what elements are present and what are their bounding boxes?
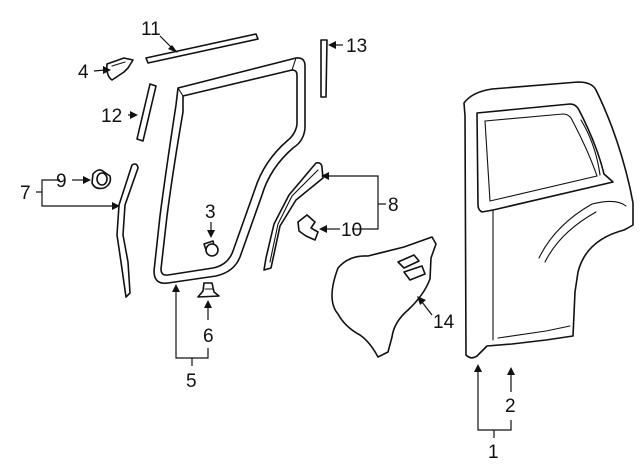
callout-6: 6 <box>203 326 214 347</box>
part-6-fastener[interactable] <box>197 282 220 298</box>
callout-10: 10 <box>341 220 362 241</box>
part-14-water-shield[interactable] <box>331 236 437 358</box>
callout-9: 9 <box>56 171 67 192</box>
part-7-channel-seal[interactable] <box>116 163 139 298</box>
callout-8: 8 <box>388 195 399 216</box>
part-8-division-bar[interactable] <box>263 162 324 271</box>
callout-12: 12 <box>101 106 122 127</box>
callout-5: 5 <box>186 371 197 392</box>
callout-4: 4 <box>78 62 89 83</box>
callout-13: 13 <box>346 36 367 57</box>
part-13-channel-strip[interactable] <box>320 39 328 98</box>
callout-2: 2 <box>505 396 516 417</box>
callout-14: 14 <box>433 312 455 333</box>
part-3-clip[interactable] <box>203 240 219 257</box>
part-4-bracket[interactable] <box>106 57 134 81</box>
part-12-run-strip[interactable] <box>136 83 157 142</box>
callout-1: 1 <box>488 442 499 463</box>
callout-3: 3 <box>205 202 216 223</box>
leader-lines <box>36 35 515 438</box>
part-11-molding-strip[interactable] <box>145 33 259 64</box>
part-5-door-weatherstrip[interactable] <box>153 57 306 285</box>
callout-7: 7 <box>20 183 31 204</box>
part-9-grommet[interactable] <box>91 169 112 190</box>
part-10-clip[interactable] <box>297 214 319 241</box>
callout-labels: 11 4 12 13 3 6 5 9 7 8 10 14 2 1 <box>20 19 516 463</box>
callout-11: 11 <box>141 19 161 40</box>
part-1-door-shell[interactable] <box>463 81 634 359</box>
